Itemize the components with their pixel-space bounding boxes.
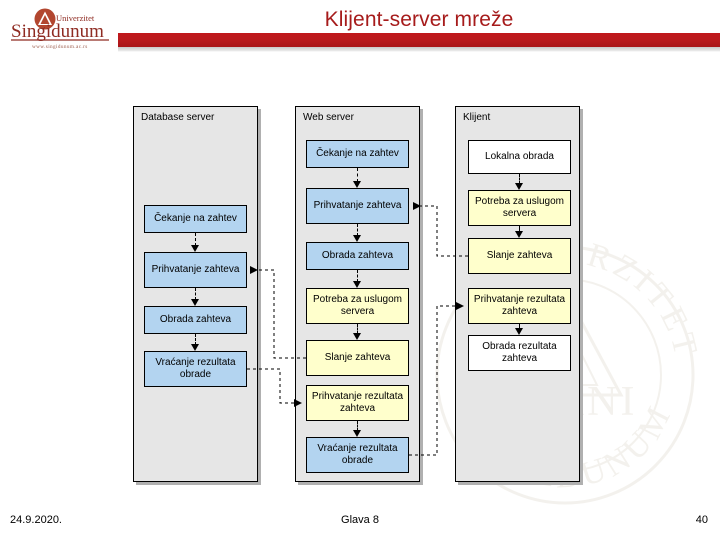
- lane-label-database-server: Database server: [141, 112, 215, 123]
- node-web-wait[interactable]: Čekanje na zahtev: [306, 140, 409, 168]
- node-web-accept-label: Prihvatanje zahteva: [313, 200, 402, 211]
- header-accent-bar: [118, 33, 720, 47]
- node-cl-send[interactable]: Slanje zahteva: [468, 238, 571, 274]
- lane-label-web-server: Web server: [303, 112, 354, 123]
- node-web-need-label: Potreba za uslugom servera: [313, 294, 402, 317]
- arrow-db-wait-to-accept: [191, 233, 200, 252]
- node-web-send[interactable]: Slanje zahteva: [306, 340, 409, 376]
- footer-chapter: Glava 8: [341, 514, 379, 526]
- node-db-wait-label: Čekanje na zahtev: [154, 213, 237, 224]
- node-web-return[interactable]: Vraćanje rezultata obrade: [306, 437, 409, 473]
- page-title: Klijent-server mreže: [324, 8, 514, 31]
- arrow-web-accept-to-process: [353, 224, 362, 242]
- node-db-return-label: Vraćanje rezultata obrade: [155, 357, 236, 380]
- lane-database-server: Database server: [133, 106, 258, 482]
- node-web-need[interactable]: Potreba za uslugom servera: [306, 288, 409, 324]
- arrow-web-need-to-send: [353, 324, 362, 340]
- node-web-recv[interactable]: Prihvatanje rezultata zahteva: [306, 385, 409, 421]
- node-db-accept[interactable]: Prihvatanje zahteva: [144, 252, 247, 288]
- footer-page-number: 40: [695, 514, 708, 526]
- node-web-process[interactable]: Obrada zahteva: [306, 242, 409, 270]
- arrow-cl-local-to-need: [515, 174, 524, 190]
- arrow-db-accept-to-process: [191, 288, 200, 306]
- lane-label-klijent: Klijent: [463, 112, 491, 123]
- node-cl-recv[interactable]: Prihvatanje rezultata zahteva: [468, 288, 571, 324]
- header-accent-bar-shadow: [118, 47, 720, 52]
- svg-text:Singidunum: Singidunum: [11, 21, 104, 42]
- node-cl-need-label: Potreba za uslugom servera: [475, 196, 564, 219]
- university-logo: Univerzitet Singidunum www.singidunum.ac…: [8, 6, 120, 54]
- node-cl-send-label: Slanje zahteva: [486, 250, 553, 261]
- arrow-db-process-to-return: [191, 334, 200, 351]
- svg-text:Univerzitet: Univerzitet: [56, 13, 95, 23]
- node-cl-local-label: Lokalna obrada: [485, 151, 554, 162]
- arrow-web-recv-to-return: [353, 421, 362, 437]
- node-cl-process-label: Obrada rezultata zahteva: [482, 341, 557, 364]
- node-cl-need[interactable]: Potreba za uslugom servera: [468, 190, 571, 226]
- arrow-web-process-to-need: [353, 270, 362, 288]
- node-db-wait[interactable]: Čekanje na zahtev: [144, 205, 247, 233]
- node-web-return-label: Vraćanje rezultata obrade: [317, 443, 398, 466]
- node-cl-local[interactable]: Lokalna obrada: [468, 140, 571, 174]
- arrow-cl-recv-to-process: [515, 324, 524, 335]
- node-db-process[interactable]: Obrada zahteva: [144, 306, 247, 334]
- node-web-accept[interactable]: Prihvatanje zahteva: [306, 188, 409, 224]
- arrow-web-wait-to-accept: [353, 168, 362, 188]
- node-cl-recv-label: Prihvatanje rezultata zahteva: [473, 294, 566, 317]
- node-web-process-label: Obrada zahteva: [321, 250, 394, 261]
- node-web-send-label: Slanje zahteva: [324, 352, 391, 363]
- arrow-cl-need-to-send: [515, 226, 524, 238]
- svg-text:www.singidunum.ac.rs: www.singidunum.ac.rs: [32, 44, 88, 50]
- footer-date: 24.9.2020.: [10, 514, 62, 526]
- node-db-return[interactable]: Vraćanje rezultata obrade: [144, 351, 247, 387]
- node-cl-process[interactable]: Obrada rezultata zahteva: [468, 335, 571, 371]
- node-web-recv-label: Prihvatanje rezultata zahteva: [311, 391, 404, 414]
- node-web-wait-label: Čekanje na zahtev: [316, 148, 399, 159]
- node-db-accept-label: Prihvatanje zahteva: [151, 264, 240, 275]
- node-db-process-label: Obrada zahteva: [159, 314, 232, 325]
